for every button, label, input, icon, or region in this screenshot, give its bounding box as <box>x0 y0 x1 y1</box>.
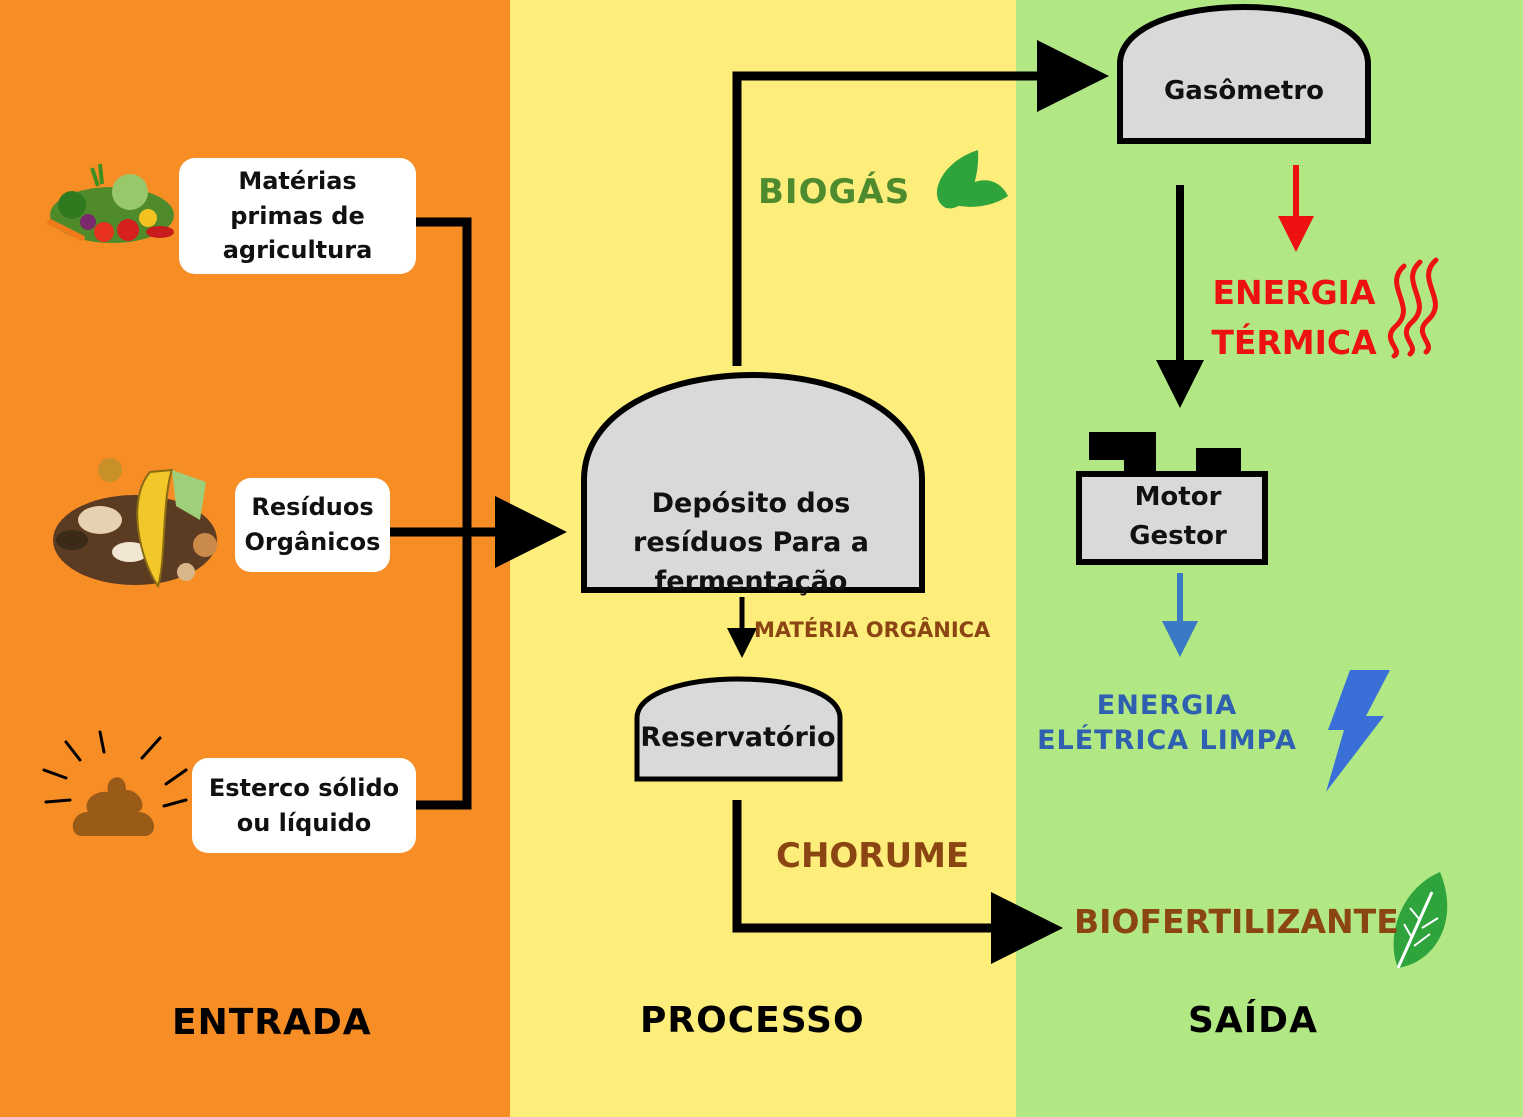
lightning-icon <box>1326 670 1390 792</box>
digester-shape <box>581 372 925 593</box>
input-collector-lines <box>390 217 472 810</box>
input-box-manure: Esterco sólido ou líquido <box>192 758 416 853</box>
manure-icon <box>42 730 188 836</box>
reservoir-label: Reservatório <box>640 722 836 753</box>
input-agriculture-label: Matérias primas de agricultura <box>222 166 373 265</box>
column-title-saida: SAÍDA <box>1188 1000 1318 1041</box>
digester-label: Depósito dos resíduos Para a fermentação <box>633 488 869 598</box>
input-manure-label: Esterco sólido ou líquido <box>208 773 400 837</box>
input-organic-label: Resíduos Orgânicos <box>244 493 381 556</box>
column-title-processo: PROCESSO <box>640 1000 865 1041</box>
thermal-energy-label: ENERGIA TÉRMICA <box>1211 273 1377 362</box>
column-title-entrada: ENTRADA <box>172 1002 372 1043</box>
vegetables-icon <box>47 163 174 243</box>
biogas-arrow <box>732 40 1109 366</box>
input-box-organic-waste: Resíduos Orgânicos <box>235 478 390 572</box>
biofertilizer-leaf-icon <box>1393 872 1448 969</box>
organic-matter-label: MATÉRIA ORGÂNICA <box>754 618 991 642</box>
electric-energy-label: ENERGIA ELÉTRICA LIMPA <box>1037 690 1297 757</box>
biogas-leaf-icon <box>936 150 1008 209</box>
leachate-label: CHORUME <box>776 836 970 876</box>
motor-shape <box>1076 432 1268 565</box>
heat-waves-icon <box>1387 257 1439 359</box>
reservoir-shape <box>634 676 843 782</box>
gasometer-label: Gasômetro <box>1163 76 1325 106</box>
gasometer-shape <box>1117 4 1371 144</box>
input-box-agriculture: Matérias primas de agricultura <box>179 158 416 274</box>
leachate-arrow <box>732 800 1063 964</box>
biofertilizer-label: BIOFERTILIZANTE <box>1074 902 1399 941</box>
biogas-label: BIOGÁS <box>758 172 911 212</box>
motor-label: Motor Gestor <box>1129 482 1227 551</box>
organic-waste-icon <box>53 458 217 589</box>
